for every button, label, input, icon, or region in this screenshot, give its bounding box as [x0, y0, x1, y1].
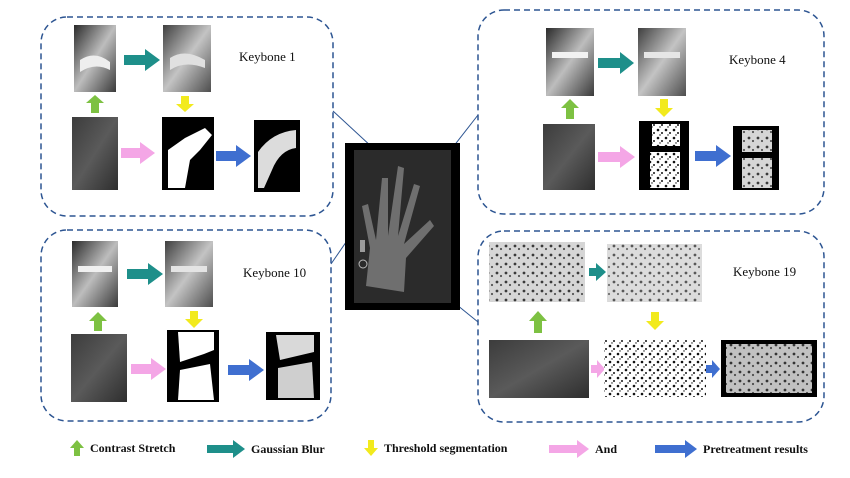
gaussian-blur-arrow: [589, 263, 606, 281]
pretreatment-arrow: [228, 359, 264, 381]
threshold-segmentation-arrow-icon: [364, 440, 378, 456]
panel-keybone-19: [477, 230, 825, 423]
and-arrow: [121, 142, 155, 164]
gaussian-blur-arrow: [124, 49, 160, 71]
legend-label: Contrast Stretch: [90, 440, 176, 455]
legend-item-gaussian-blur: Gaussian Blur: [207, 440, 325, 458]
panel-border: [477, 9, 825, 215]
blurred-bone-image: [165, 241, 213, 307]
legend-label: Pretreatment results: [703, 441, 808, 456]
and-arrow-icon: [549, 440, 589, 458]
contrast-stretch-arrow: [89, 312, 107, 331]
panel-border: [477, 230, 825, 423]
stretched-bone-image: [72, 241, 118, 307]
legend-item-threshold-segmentation: Threshold segmentation: [364, 440, 507, 456]
diagram-canvas: [40, 9, 825, 423]
legend-item-contrast-stretch: Contrast Stretch: [70, 440, 175, 456]
gaussian-blur-arrow-icon: [207, 440, 245, 458]
panel-title-keybone-1: Keybone 1: [239, 49, 296, 64]
contrast-stretch-arrow: [529, 311, 547, 333]
legend-item-pretreatment-results: Pretreatment results: [655, 440, 808, 458]
panel-keybone-10: [40, 229, 332, 422]
contrast-stretch-arrow: [561, 99, 579, 119]
stretched-bone-image: [489, 242, 585, 302]
original-bone-image: [72, 117, 118, 190]
original-bone-image: [543, 124, 595, 190]
original-bone-image: [489, 340, 589, 398]
panel-title-keybone-10: Keybone 10: [243, 265, 307, 280]
legend-label: Gaussian Blur: [251, 441, 325, 456]
pretreatment-results-arrow-icon: [655, 440, 697, 458]
threshold-arrow: [646, 312, 664, 330]
pretreatment-arrow: [706, 360, 720, 378]
and-arrow: [131, 358, 166, 380]
legend-label: And: [595, 441, 618, 456]
threshold-arrow: [185, 311, 203, 328]
legend: Contrast Stretch Gaussian Blur Threshold…: [0, 434, 850, 464]
hand-xray-image: [345, 143, 460, 310]
contrast-stretch-arrow-icon: [70, 440, 84, 456]
original-bone-image: [71, 334, 127, 402]
and-arrow: [591, 360, 605, 378]
and-arrow: [598, 146, 635, 168]
gaussian-blur-arrow: [598, 52, 634, 74]
gaussian-blur-arrow: [127, 263, 163, 285]
threshold-bone-image: [604, 340, 706, 397]
panel-title-keybone-19: Keybone 19: [733, 264, 797, 279]
legend-label: Threshold segmentation: [384, 440, 508, 455]
panel-border: [40, 16, 334, 217]
panel-keybone-4: [477, 9, 825, 215]
threshold-arrow: [655, 99, 673, 117]
panel-title-keybone-4: Keybone 4: [729, 52, 786, 67]
threshold-arrow: [176, 96, 194, 112]
panel-keybone-1: [40, 16, 334, 217]
blurred-bone-image: [638, 28, 686, 96]
contrast-stretch-arrow: [86, 95, 104, 113]
stretched-bone-image: [546, 28, 594, 96]
blurred-bone-image: [607, 244, 702, 302]
pretreatment-arrow: [216, 145, 251, 167]
legend-item-and: And: [549, 440, 617, 458]
pretreatment-arrow: [695, 145, 731, 167]
